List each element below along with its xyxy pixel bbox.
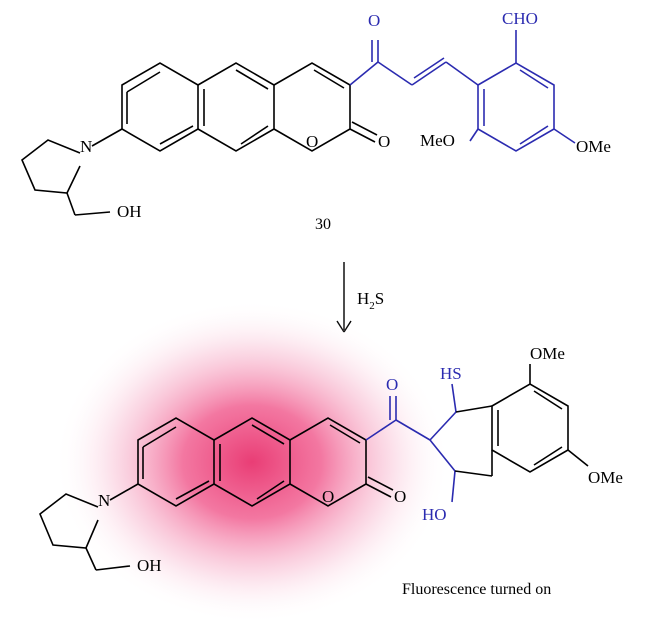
atom-n: N <box>80 137 92 156</box>
atom-o-lactone: O <box>378 132 390 151</box>
compound-30-highlight <box>349 30 576 152</box>
product-indane <box>454 364 589 477</box>
product-atom-ome-top: OMe <box>530 344 565 363</box>
product-atom-ho: HO <box>422 505 447 524</box>
product-atom-oh: OH <box>137 556 162 575</box>
atom-cho: CHO <box>502 9 538 28</box>
compound-30 <box>21 62 378 216</box>
atom-meo: MeO <box>420 131 455 150</box>
atom-o-ring: O <box>306 132 318 151</box>
fluorescence-caption: Fluorescence turned on <box>402 581 551 598</box>
product-atom-o-ring: O <box>322 487 334 506</box>
atom-o-ketone: O <box>368 11 380 30</box>
atom-oh: OH <box>117 202 142 221</box>
product-atom-ome-right: OMe <box>588 468 623 487</box>
product <box>39 417 394 571</box>
compound-label: 30 <box>315 216 331 233</box>
product-atom-o-lactone: O <box>394 487 406 506</box>
product-atom-hs: HS <box>440 364 462 383</box>
reagent-label: H2S <box>357 289 384 312</box>
fluorescence-glow <box>54 300 450 624</box>
product-highlight <box>365 383 457 503</box>
product-atom-n: N <box>98 491 110 510</box>
product-atom-o-ketone: O <box>386 375 398 394</box>
atom-ome: OMe <box>576 137 611 156</box>
